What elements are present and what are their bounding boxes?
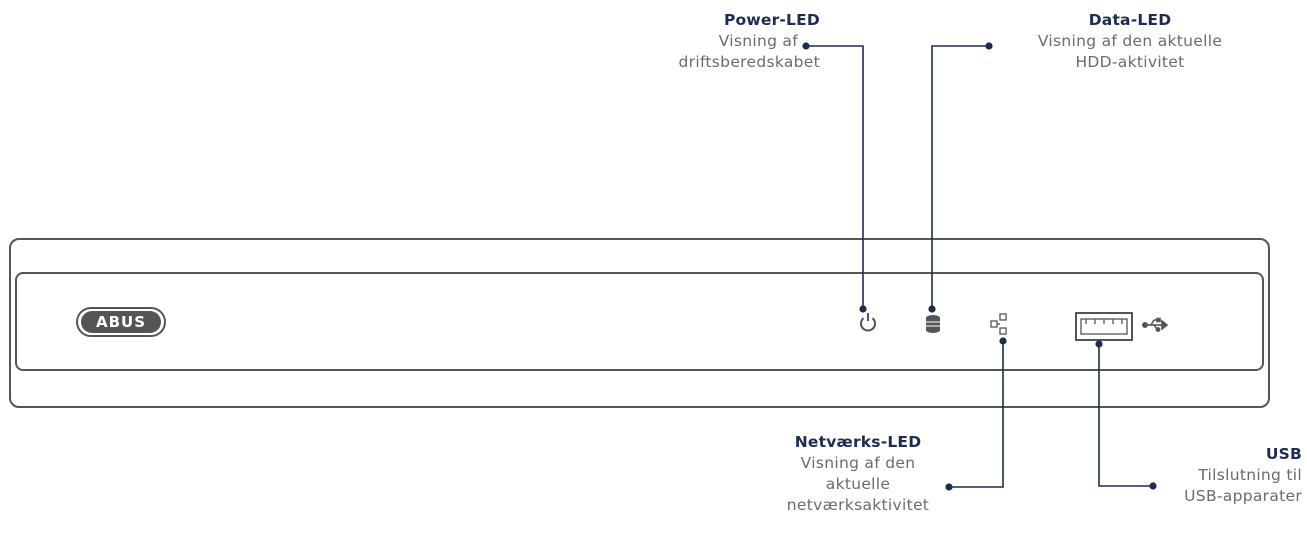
usb-callout: USB Tilslutning til USB-apparater: [1140, 444, 1302, 507]
network-led-title: Netværks-LED: [794, 433, 922, 451]
power-led-leader: [806, 45, 864, 309]
data-led-callout: Data-LED Visning af den aktuelle HDD-akt…: [1010, 10, 1250, 73]
power-led-title: Power-LED: [723, 11, 820, 29]
power-icon: [860, 313, 876, 332]
usb-desc-2: USB-apparater: [1184, 487, 1302, 505]
network-led-desc-1: Visning af den: [800, 454, 916, 472]
network-led-callout: Netværks-LED Visning af den aktuelle net…: [778, 432, 938, 516]
network-icon: [990, 313, 1007, 335]
usb-icon: [1142, 317, 1169, 332]
abus-logo-text: ABUS: [81, 311, 161, 333]
network-led-leader: [949, 341, 1004, 488]
usb-desc-1: Tilslutning til: [1198, 466, 1302, 484]
usb-port: [1075, 312, 1133, 341]
power-led-desc-2: driftsberedskabet: [678, 53, 820, 71]
network-led-desc-2: aktuelle: [825, 475, 891, 493]
hdd-icon: [926, 315, 940, 333]
usb-leader: [1098, 344, 1153, 487]
data-led-desc-1: Visning af den aktuelle: [1037, 32, 1223, 50]
data-led-desc-2: HDD-aktivitet: [1075, 53, 1185, 71]
power-led-desc-1: Visning af: [718, 32, 798, 50]
data-led-title: Data-LED: [1088, 11, 1172, 29]
device-body: [9, 238, 1270, 408]
data-led-leader: [931, 45, 989, 309]
power-led-callout: Power-LED Visning af driftsberedskabet: [660, 10, 820, 73]
abus-logo: ABUS: [76, 307, 166, 337]
device-front-panel: [15, 272, 1264, 371]
network-led-desc-3: netværksaktivitet: [786, 496, 930, 514]
usb-title: USB: [1265, 445, 1302, 463]
